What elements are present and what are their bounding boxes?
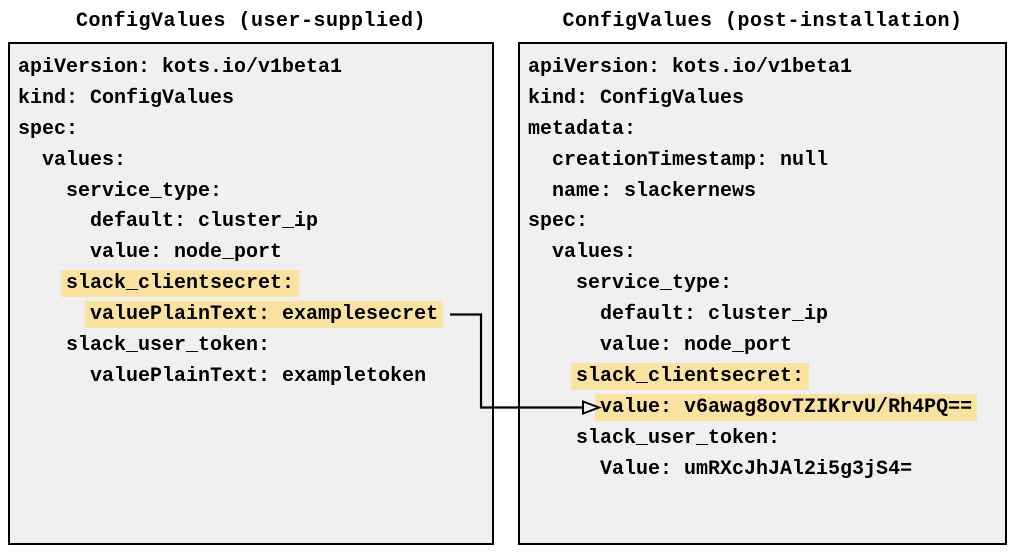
code-line: spec: — [18, 114, 492, 145]
code-text: slack_user_token: — [66, 333, 271, 357]
code-line: service_type: — [18, 176, 492, 207]
code-line: name: slackernews — [528, 176, 1005, 207]
code-indent — [528, 365, 576, 388]
right-code-block: apiVersion: kots.io/v1beta1 kind: ConfigV… — [520, 44, 1005, 484]
code-text: service_type: — [576, 272, 733, 296]
code-indent — [528, 396, 600, 419]
code-line: apiVersion: kots.io/v1beta1 — [528, 52, 1005, 83]
code-line: slack_user_token: — [528, 423, 1005, 454]
code-indent — [18, 365, 90, 388]
code-indent — [528, 427, 576, 450]
code-text: apiVersion: kots.io/v1beta1 — [18, 55, 343, 79]
code-text: spec: — [18, 117, 79, 141]
code-text: valuePlainText: exampletoken — [90, 364, 427, 388]
code-indent — [528, 149, 552, 172]
code-line: service_type: — [528, 268, 1005, 299]
code-text: name: slackernews — [552, 179, 757, 203]
code-text: slack_user_token: — [576, 426, 781, 450]
left-panel-title: ConfigValues (user-supplied) — [75, 10, 427, 33]
code-indent — [528, 180, 552, 203]
code-line: slack_user_token: — [18, 330, 492, 361]
code-text: service_type: — [66, 179, 223, 203]
right-panel-title: ConfigValues (post-installation) — [562, 10, 963, 33]
highlighted-code-text: slack_clientsecret: — [571, 362, 810, 390]
left-code-block: apiVersion: kots.io/v1beta1 kind: ConfigV… — [10, 44, 492, 392]
code-text: value: node_port — [600, 333, 793, 357]
highlighted-code-text: valuePlainText: examplesecret — [85, 301, 444, 329]
code-indent — [18, 334, 66, 357]
code-indent — [18, 303, 90, 326]
code-text: creationTimestamp: null — [552, 148, 829, 172]
code-line: values: — [528, 237, 1005, 268]
code-line: spec: — [528, 206, 1005, 237]
code-line: value: node_port — [528, 330, 1005, 361]
code-text: metadata: — [528, 117, 637, 141]
code-line: kind: ConfigValues — [18, 83, 492, 114]
code-text: Value: umRXcJhJAl2i5g3jS4= — [600, 457, 913, 481]
code-indent — [528, 458, 600, 481]
code-line: slack_clientsecret: — [18, 268, 492, 299]
code-line: default: cluster_ip — [528, 299, 1005, 330]
code-line: valuePlainText: exampletoken — [18, 361, 492, 392]
code-indent — [528, 272, 576, 295]
right-panel: apiVersion: kots.io/v1beta1 kind: ConfigV… — [518, 42, 1007, 545]
code-indent — [18, 149, 42, 172]
highlighted-code-text: slack_clientsecret: — [61, 270, 300, 298]
code-text: values: — [552, 241, 637, 265]
code-line: valuePlainText: examplesecret — [18, 299, 492, 330]
code-line: value: node_port — [18, 237, 492, 268]
code-line: apiVersion: kots.io/v1beta1 — [18, 52, 492, 83]
code-line: value: v6awag8ovTZIKrvU/Rh4PQ== — [528, 392, 1005, 423]
code-indent — [18, 272, 66, 295]
code-text: default: cluster_ip — [600, 303, 829, 327]
code-text: apiVersion: kots.io/v1beta1 — [528, 55, 853, 79]
code-text: kind: ConfigValues — [18, 86, 235, 110]
code-line: metadata: — [528, 114, 1005, 145]
code-text: values: — [42, 148, 127, 172]
highlighted-code-text: value: v6awag8ovTZIKrvU/Rh4PQ== — [595, 393, 978, 421]
code-text: spec: — [528, 210, 589, 234]
code-line: creationTimestamp: null — [528, 145, 1005, 176]
code-indent — [18, 241, 90, 264]
code-text: value: node_port — [90, 241, 283, 265]
code-line: default: cluster_ip — [18, 206, 492, 237]
code-indent — [528, 303, 600, 326]
code-text: kind: ConfigValues — [528, 86, 745, 110]
code-line: kind: ConfigValues — [528, 83, 1005, 114]
code-line: slack_clientsecret: — [528, 361, 1005, 392]
code-indent — [528, 334, 600, 357]
code-indent — [18, 180, 66, 203]
code-line: values: — [18, 145, 492, 176]
code-line: Value: umRXcJhJAl2i5g3jS4= — [528, 454, 1005, 485]
code-indent — [18, 210, 90, 233]
code-indent — [528, 241, 552, 264]
code-text: default: cluster_ip — [90, 210, 319, 234]
left-panel: apiVersion: kots.io/v1beta1 kind: ConfigV… — [8, 42, 494, 545]
